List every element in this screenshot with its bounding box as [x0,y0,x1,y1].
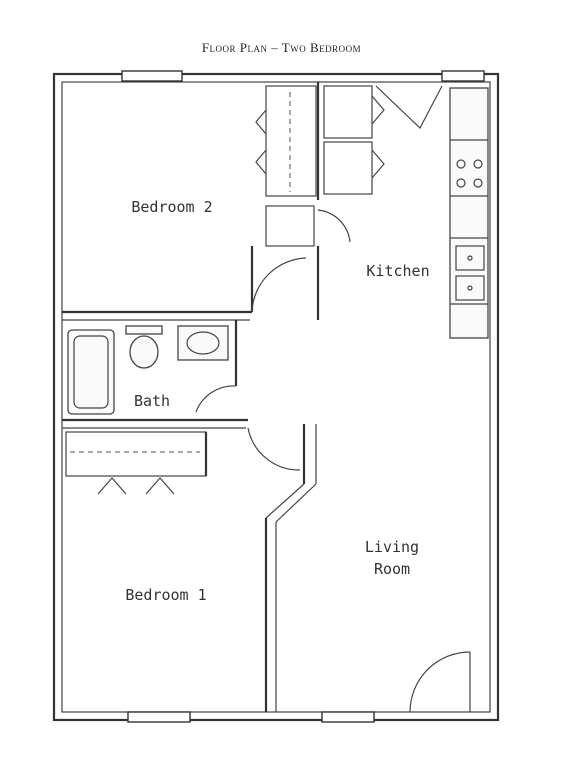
pantry-lower [323,141,373,195]
sink-basin-2 [455,275,485,301]
sink-basin-1 [455,245,485,271]
toilet-tank [125,325,163,335]
bedroom2-door-swing [251,257,307,313]
drain-icon [467,285,473,291]
window-bottom-left [127,711,191,723]
label-bedroom-2: Bedroom 2 [131,198,212,216]
vanity [177,325,229,361]
pantry-door-swing-2 [371,149,385,179]
entry-door-swing [409,651,471,713]
closet-door-swing-2 [255,149,267,175]
drain-icon [467,255,473,261]
hall-angle-wall [265,483,305,519]
entry-door-top [375,85,443,129]
bath-door-swing [195,385,237,413]
window-bottom-mid [321,711,375,723]
label-living-line1: Living [365,538,419,556]
kitchen-counter [449,87,489,339]
burner-icon [456,159,466,169]
burner-icon [456,178,466,188]
pantry-upper [323,85,373,139]
bedroom1-door-swing-top [247,427,301,471]
hall-angle-wall-inner [275,483,317,523]
closet-door-swing-1 [255,109,267,135]
burner-icon [473,178,483,188]
linen-closet [265,205,315,247]
plan-title: Floor Plan – Two Bedroom [201,40,362,55]
label-bedroom-1: Bedroom 1 [125,586,206,604]
bathtub-inner [73,335,109,409]
label-bath: Bath [134,392,170,410]
label-living-line2: Room [374,560,410,578]
closet-bedroom2 [265,85,317,197]
closet-bedroom1 [65,431,207,477]
closet1-door-swing-1 [97,477,127,495]
outer-wall [52,72,500,722]
burner-icon [473,159,483,169]
closet1-door-swing-2 [145,477,175,495]
linen-door-swing [317,209,351,243]
label-kitchen: Kitchen [366,262,429,280]
window-top-right [441,70,485,82]
toilet-bowl [129,335,159,369]
window-top-left [121,70,183,82]
pantry-door-swing [371,95,385,125]
bathtub [67,329,115,415]
vanity-sink [186,331,220,355]
